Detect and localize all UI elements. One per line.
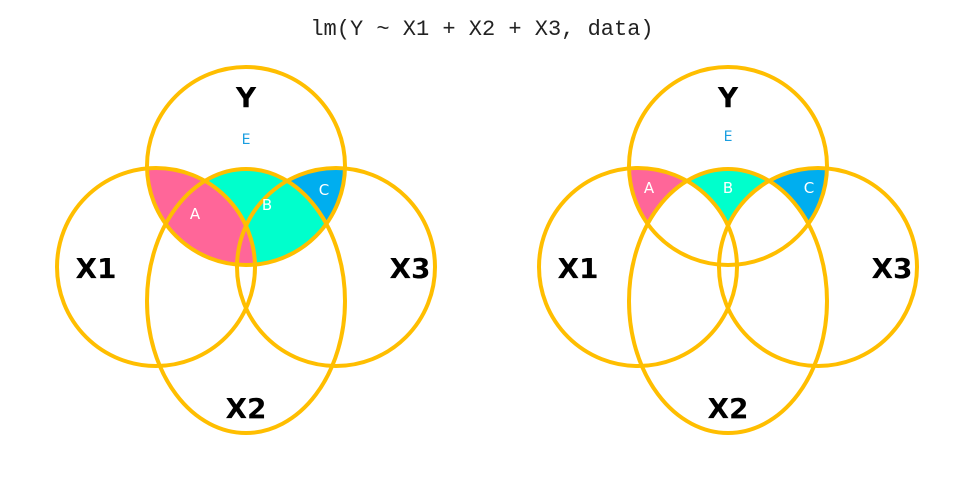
label-x2: X2: [225, 392, 266, 425]
label-a: A: [644, 179, 655, 197]
circle-y: [145, 65, 347, 267]
ellipse-x2: [145, 167, 347, 435]
circle-x1: [55, 166, 257, 368]
label-e: E: [724, 129, 733, 145]
ellipse-x2: [627, 167, 829, 435]
label-b: B: [262, 196, 272, 214]
region-c: [719, 168, 827, 265]
circle-x3: [235, 166, 437, 368]
label-a: A: [190, 205, 201, 223]
label-e: E: [242, 132, 251, 148]
venn-unique: Y E X1 X3 X2 A B C: [537, 65, 919, 435]
circle-y: [627, 65, 829, 267]
label-x1: X1: [75, 252, 116, 285]
venn-sequential: Y E X1 X3 X2 A B C: [55, 65, 437, 435]
label-y: Y: [235, 81, 257, 114]
label-x1: X1: [557, 252, 598, 285]
region-c: [237, 168, 345, 265]
label-y: Y: [717, 81, 739, 114]
circle-x1: [537, 166, 739, 368]
label-x2: X2: [707, 392, 748, 425]
label-c: C: [804, 179, 814, 197]
label-c: C: [319, 181, 329, 199]
formula-title: lm(Y ~ X1 + X2 + X3, data): [310, 17, 653, 42]
label-x3: X3: [871, 252, 912, 285]
label-b: B: [723, 179, 733, 197]
circle-x3: [717, 166, 919, 368]
label-x3: X3: [389, 252, 430, 285]
